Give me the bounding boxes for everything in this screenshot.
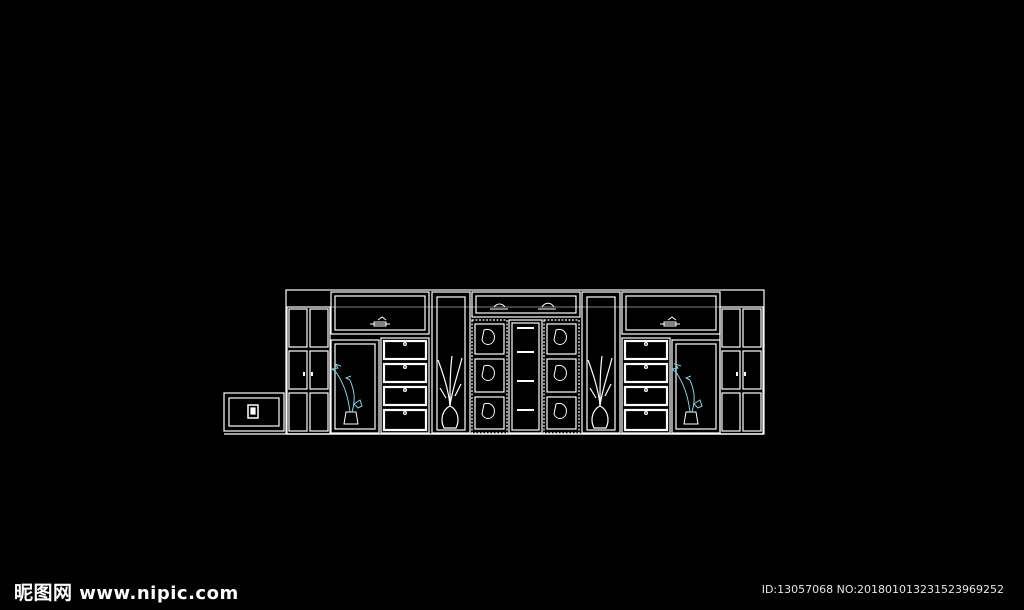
center-compartments-right	[543, 319, 580, 434]
left-drawer-stack	[380, 337, 430, 434]
right-glass-column	[719, 306, 764, 435]
left-glass-column	[286, 306, 331, 435]
watermark-left: 昵图网 www.nipic.com	[14, 578, 239, 605]
center-top-shelf	[471, 291, 581, 318]
right-plant-decor	[670, 363, 703, 425]
low-side-cabinet	[223, 392, 285, 432]
watermark-brand: 昵图网	[14, 582, 73, 604]
left-vase-niche	[431, 291, 471, 434]
right-vase-niche	[581, 291, 621, 434]
center-door	[508, 319, 543, 434]
right-glass-door	[671, 339, 721, 434]
left-plant-decor	[330, 363, 363, 425]
watermark-id: ID:13057068 NO:20180101323152396925​2	[761, 583, 1004, 596]
right-drawer-stack	[621, 337, 671, 434]
left-glass-door	[330, 339, 380, 434]
upper-left-panel	[330, 291, 430, 335]
watermark-site: www.nipic.com	[79, 583, 239, 604]
upper-right-panel	[621, 291, 721, 335]
center-compartments-left	[471, 319, 508, 434]
